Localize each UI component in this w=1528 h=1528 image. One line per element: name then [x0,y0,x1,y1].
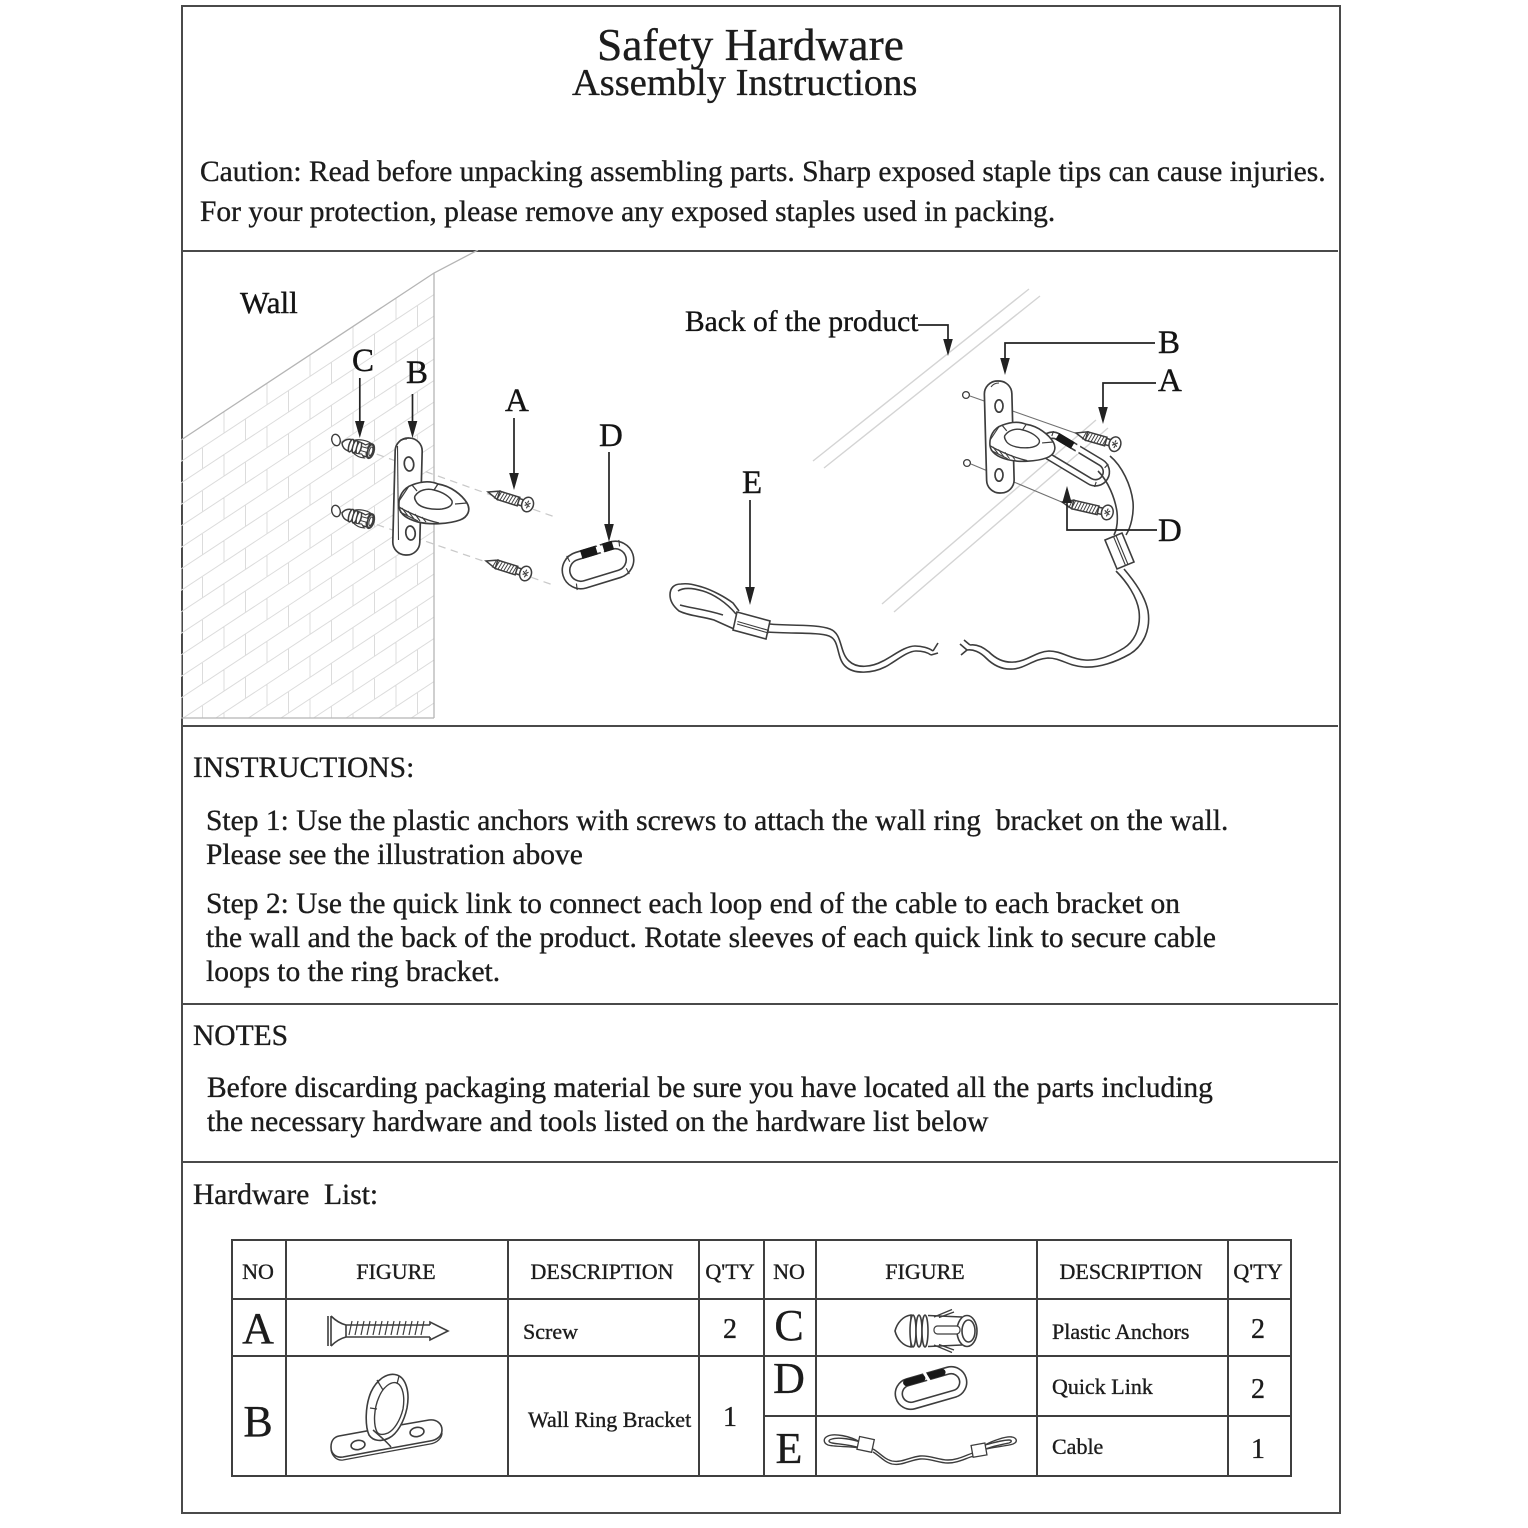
svg-text:A: A [505,383,529,419]
svg-text:E: E [742,465,762,501]
svg-text:D: D [1158,513,1182,549]
svg-text:Wall: Wall [240,285,298,320]
svg-text:B: B [1158,325,1180,361]
svg-text:Back of the product: Back of the product [685,306,919,338]
svg-text:D: D [599,418,623,454]
svg-text:A: A [1158,363,1182,399]
svg-text:C: C [352,343,374,379]
svg-text:B: B [406,355,428,391]
